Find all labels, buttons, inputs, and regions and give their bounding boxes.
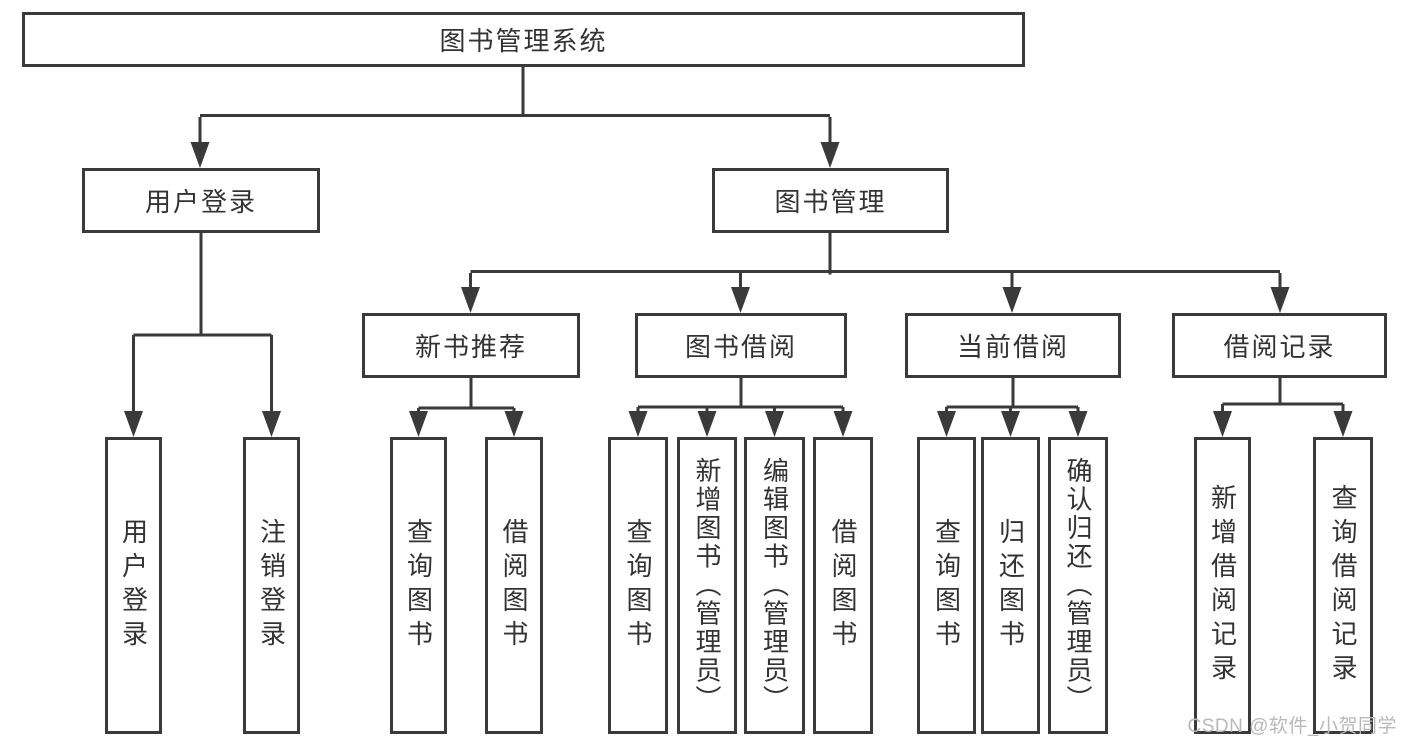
- leaf-confirm-return-admin: 确认归还（管理员）: [1048, 437, 1108, 734]
- leaf-edit-book-admin: 编辑图书（管理员）: [744, 437, 805, 734]
- leaf-query-borrow-record: 查询借阅记录: [1313, 437, 1373, 734]
- leaf-label: 编辑图书（管理员）: [759, 457, 790, 714]
- leaf-borrow-books-borrow: 借阅图书: [813, 437, 873, 734]
- leaf-query-books-borrow: 查询图书: [608, 437, 668, 734]
- leaf-label: 查询借阅记录: [1328, 483, 1358, 688]
- leaf-return-book: 归还图书: [981, 437, 1040, 734]
- leaf-add-borrow-record: 新增借阅记录: [1194, 437, 1251, 734]
- leaf-label: 借阅图书: [499, 517, 529, 654]
- leaf-logout: 注销登录: [243, 437, 300, 734]
- leaf-label: 借阅图书: [828, 517, 858, 654]
- node-user-login: 用户登录: [82, 168, 320, 233]
- leaf-borrow-books-recommend: 借阅图书: [485, 437, 543, 734]
- node-borrow-records: 借阅记录: [1172, 313, 1387, 378]
- leaf-label: 查询图书: [931, 517, 962, 654]
- csdn-watermark: CSDN @软件_小贺同学: [1187, 716, 1397, 737]
- leaf-label: 注销登录: [256, 517, 287, 654]
- leaf-user-login: 用户登录: [105, 437, 162, 734]
- node-root: 图书管理系统: [22, 12, 1025, 67]
- leaf-label: 新增图书（管理员）: [692, 457, 722, 714]
- leaf-label: 查询图书: [623, 517, 653, 654]
- leaf-query-books-recommend: 查询图书: [390, 437, 447, 734]
- arrowheads: [124, 142, 1353, 437]
- leaf-query-books-current: 查询图书: [917, 437, 976, 734]
- leaf-label: 新增借阅记录: [1207, 483, 1238, 688]
- leaf-label: 归还图书: [995, 517, 1026, 654]
- leaf-label: 查询图书: [403, 517, 434, 654]
- leaf-label: 用户登录: [118, 517, 149, 654]
- leaf-label: 确认归还（管理员）: [1063, 457, 1093, 714]
- node-current-borrow: 当前借阅: [905, 313, 1121, 378]
- node-new-book-recommend: 新书推荐: [362, 313, 580, 378]
- node-book-borrow: 图书借阅: [635, 313, 847, 378]
- leaf-add-book-admin: 新增图书（管理员）: [677, 437, 737, 734]
- node-book-management: 图书管理: [712, 168, 949, 233]
